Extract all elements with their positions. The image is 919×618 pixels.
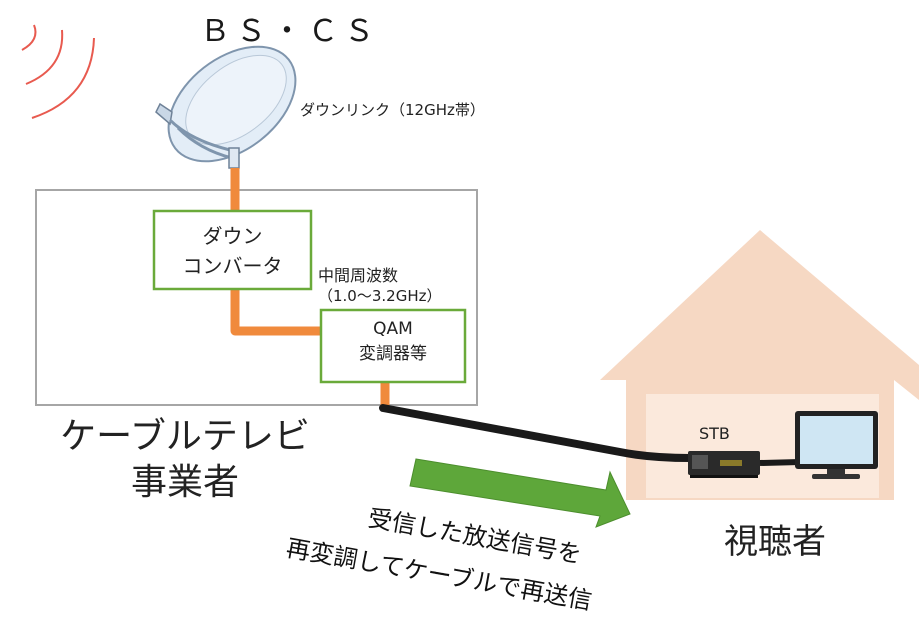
if-label-line1: 中間周波数 [318, 266, 399, 285]
modulator-line1: QAM [373, 319, 413, 339]
page-title: ＢＳ・ＣＳ [200, 14, 380, 49]
downconverter-line1: ダウン [202, 224, 263, 248]
operator-outer-box [35, 189, 478, 406]
if-label-line2: （1.0～3.2GHz） [318, 287, 442, 305]
downconverter-box [152, 209, 313, 291]
stb-device-icon [688, 451, 760, 478]
downlink-label: ダウンリンク（12GHz帯） [300, 101, 485, 119]
operator-line1: ケーブルテレビ [60, 416, 310, 457]
stb-label: STB [699, 424, 730, 443]
signal-waves-icon [21, 24, 95, 119]
downconverter-line2: コンバータ [182, 254, 283, 278]
satellite-dish-icon [155, 45, 297, 169]
operator-label: ケーブルテレビ 事業者 [40, 414, 330, 506]
modulator-label: QAM 変調器等 [321, 317, 465, 367]
downconverter-label: ダウン コンバータ [154, 221, 311, 281]
modulator-box [319, 308, 467, 384]
green-arrow-icon [409, 458, 631, 528]
tv-icon [795, 411, 878, 479]
viewer-label: 視聴者 [724, 522, 826, 562]
modulator-line2: 変調器等 [359, 344, 427, 364]
coaxial-cable [379, 404, 694, 462]
operator-line2: 事業者 [130, 462, 239, 503]
